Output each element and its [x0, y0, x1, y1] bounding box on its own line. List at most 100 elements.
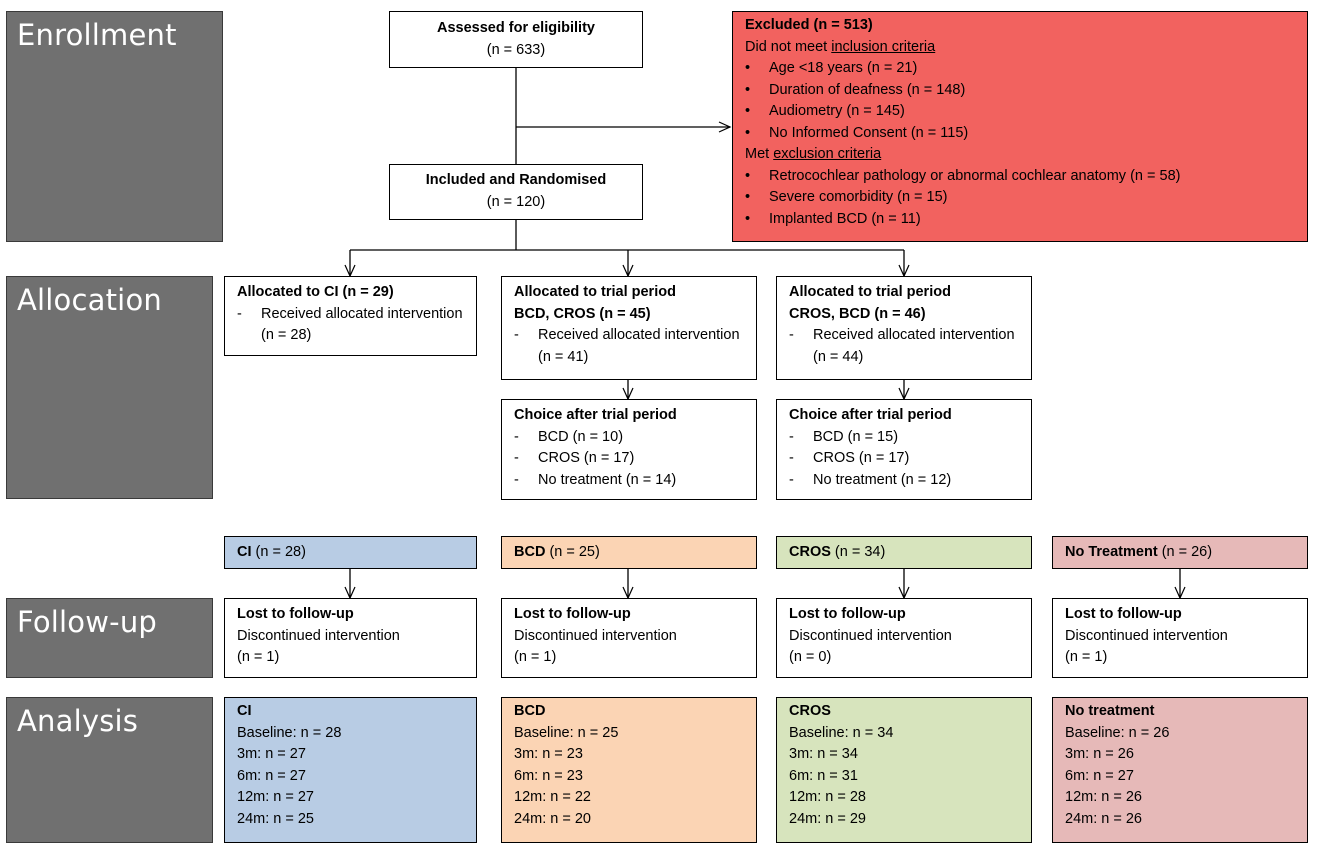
analysis-row: 3m: n = 23 — [514, 746, 583, 762]
assessed-title: Assessed for eligibility — [437, 20, 595, 36]
arm-bcd-label: BCD — [514, 544, 546, 560]
alloc-cros-bcd-received: Received allocated intervention (n = 44) — [789, 325, 1019, 368]
followup-cros-line: Discontinued intervention — [789, 627, 952, 644]
analysis-ci-box: CI Baseline: n = 28 3m: n = 27 6m: n = 2… — [224, 697, 477, 843]
alloc-cros-bcd-subtitle: CROS, BCD (n = 46) — [789, 305, 926, 322]
choice-2-item: No treatment (n = 12) — [789, 470, 1019, 492]
followup-cros-box: Lost to follow-up Discontinued intervent… — [776, 598, 1032, 678]
phase-allocation-label: Allocation — [17, 283, 162, 317]
alloc-bcd-cros-received: Received allocated intervention (n = 41) — [514, 325, 744, 368]
alloc-bcd-cros-box: Allocated to trial period BCD, CROS (n =… — [501, 276, 757, 380]
exclusion-item: Implanted BCD (n = 11) — [745, 209, 1295, 231]
alloc-bcd-cros-subtitle: BCD, CROS (n = 45) — [514, 305, 651, 322]
followup-no-treatment-box: Lost to follow-up Discontinued intervent… — [1052, 598, 1308, 678]
analysis-row: Baseline: n = 28 — [237, 724, 342, 741]
analysis-row: Baseline: n = 34 — [789, 724, 894, 741]
phase-followup-label: Follow-up — [17, 605, 158, 639]
analysis-ci-title: CI — [237, 703, 252, 719]
choice-box-2: Choice after trial period BCD (n = 15) C… — [776, 399, 1032, 500]
inclusion-item: Audiometry (n = 145) — [745, 101, 1295, 123]
alloc-ci-title: Allocated to CI (n = 29) — [237, 284, 394, 300]
followup-cros-title: Lost to follow-up — [789, 606, 906, 622]
followup-ci-title: Lost to follow-up — [237, 606, 354, 622]
analysis-row: Baseline: n = 25 — [514, 724, 619, 741]
inclusion-criteria-label: inclusion criteria — [831, 38, 936, 55]
choice-2-item: BCD (n = 15) — [789, 427, 1019, 449]
analysis-no-treatment-box: No treatment Baseline: n = 26 3m: n = 26… — [1052, 697, 1308, 843]
choice-1-item: CROS (n = 17) — [514, 448, 744, 470]
followup-no-treatment-count: (n = 1) — [1065, 649, 1108, 665]
followup-ci-count: (n = 1) — [237, 649, 280, 665]
arm-ci-count: (n = 28) — [251, 544, 306, 560]
arm-ci-label: CI — [237, 544, 252, 560]
analysis-cros-title: CROS — [789, 703, 831, 719]
analysis-row: 24m: n = 29 — [789, 810, 866, 827]
analysis-row: 6m: n = 27 — [1065, 767, 1134, 784]
analysis-no-treatment-title: No treatment — [1065, 703, 1155, 719]
phase-analysis-label: Analysis — [17, 704, 139, 738]
arm-no-treatment-label: No Treatment — [1065, 544, 1158, 560]
analysis-row: 6m: n = 23 — [514, 767, 583, 784]
inclusion-heading: Did not meet inclusion criteria — [745, 38, 936, 55]
analysis-row: 24m: n = 26 — [1065, 810, 1142, 827]
analysis-row: Baseline: n = 26 — [1065, 724, 1170, 741]
analysis-row: 24m: n = 25 — [237, 810, 314, 827]
analysis-row: 3m: n = 34 — [789, 746, 858, 762]
assessed-box: Assessed for eligibility (n = 633) — [389, 11, 643, 68]
arm-bcd-count: (n = 25) — [545, 544, 600, 560]
exclusion-item: Retrocochlear pathology or abnormal coch… — [745, 166, 1295, 188]
alloc-cros-bcd-box: Allocated to trial period CROS, BCD (n =… — [776, 276, 1032, 380]
alloc-ci-box: Allocated to CI (n = 29) Received alloca… — [224, 276, 477, 356]
analysis-cros-box: CROS Baseline: n = 34 3m: n = 34 6m: n =… — [776, 697, 1032, 843]
analysis-row: 12m: n = 27 — [237, 789, 314, 805]
inclusion-item: No Informed Consent (n = 115) — [745, 123, 1295, 145]
analysis-bcd-box: BCD Baseline: n = 25 3m: n = 23 6m: n = … — [501, 697, 757, 843]
analysis-row: 24m: n = 20 — [514, 810, 591, 827]
followup-no-treatment-title: Lost to follow-up — [1065, 606, 1182, 622]
analysis-bcd-title: BCD — [514, 703, 546, 719]
choice-box-1: Choice after trial period BCD (n = 10) C… — [501, 399, 757, 500]
analysis-row: 12m: n = 26 — [1065, 789, 1142, 805]
followup-ci-box: Lost to follow-up Discontinued intervent… — [224, 598, 477, 678]
arm-cros-count: (n = 34) — [830, 544, 886, 560]
excluded-title: Excluded (n = 513) — [745, 17, 873, 33]
followup-bcd-box: Lost to follow-up Discontinued intervent… — [501, 598, 757, 678]
followup-bcd-count: (n = 1) — [514, 649, 557, 665]
followup-cros-count: (n = 0) — [789, 649, 832, 665]
followup-bcd-title: Lost to follow-up — [514, 606, 631, 622]
exclusion-item: Severe comorbidity (n = 15) — [745, 187, 1295, 209]
choice-1-item: BCD (n = 10) — [514, 427, 744, 449]
phase-enrollment-label: Enrollment — [17, 18, 177, 52]
phase-followup: Follow-up — [6, 598, 213, 678]
arm-bcd: BCD (n = 25) — [501, 536, 757, 569]
randomised-count: (n = 120) — [486, 193, 546, 210]
analysis-row: 3m: n = 27 — [237, 746, 306, 762]
phase-analysis: Analysis — [6, 697, 213, 843]
randomised-box: Included and Randomised (n = 120) — [389, 164, 643, 220]
analysis-row: 12m: n = 22 — [514, 789, 591, 805]
choice-1-title: Choice after trial period — [514, 407, 677, 423]
phase-enrollment: Enrollment — [6, 11, 223, 242]
alloc-bcd-cros-title: Allocated to trial period — [514, 284, 676, 300]
alloc-cros-bcd-title: Allocated to trial period — [789, 284, 951, 300]
assessed-count: (n = 633) — [486, 41, 546, 58]
excluded-box: Excluded (n = 513) Did not meet inclusio… — [732, 11, 1308, 242]
randomised-title: Included and Randomised — [425, 172, 607, 188]
arm-cros: CROS (n = 34) — [776, 536, 1032, 569]
inclusion-item: Duration of deafness (n = 148) — [745, 80, 1295, 102]
phase-allocation: Allocation — [6, 276, 213, 499]
followup-no-treatment-line: Discontinued intervention — [1065, 627, 1228, 644]
exclusion-heading: Met exclusion criteria — [745, 146, 882, 162]
arm-no-treatment-count: (n = 26) — [1157, 544, 1213, 560]
choice-2-item: CROS (n = 17) — [789, 448, 1019, 470]
arm-no-treatment: No Treatment (n = 26) — [1052, 536, 1308, 569]
analysis-row: 12m: n = 28 — [789, 789, 866, 805]
inclusion-item: Age <18 years (n = 21) — [745, 58, 1295, 80]
arm-ci: CI (n = 28) — [224, 536, 477, 569]
exclusion-criteria-label: exclusion criteria — [773, 146, 882, 162]
choice-1-item: No treatment (n = 14) — [514, 470, 744, 492]
analysis-row: 6m: n = 31 — [789, 767, 858, 784]
followup-bcd-line: Discontinued intervention — [514, 627, 677, 644]
